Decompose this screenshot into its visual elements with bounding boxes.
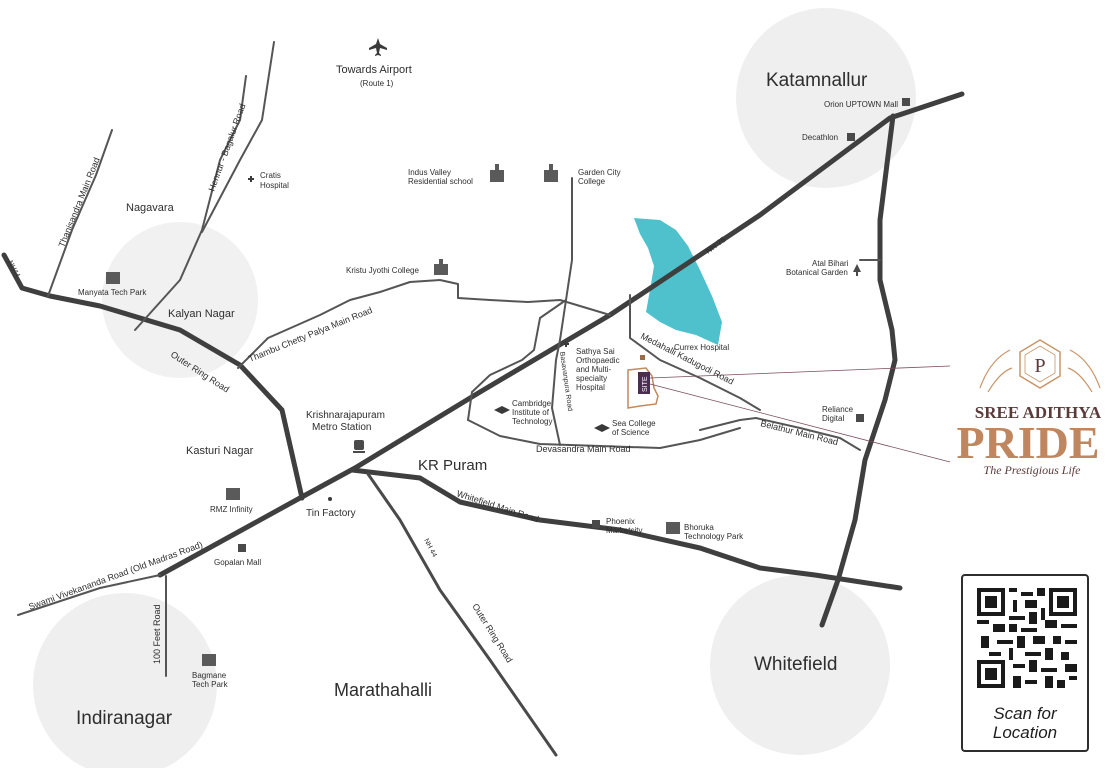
road-label-nh44-top: NH44 <box>6 260 21 279</box>
office-icon <box>202 654 216 666</box>
road-nh44-outer-ring <box>1 252 305 501</box>
building-icon <box>544 164 558 182</box>
tin-factory-dot <box>328 497 332 501</box>
landmark-manyata: Manyata Tech Park <box>78 288 147 297</box>
road-label-nh44-bottom: NH 44 <box>422 538 438 559</box>
zone-circle-indiranagar <box>33 593 217 768</box>
road-label-basavanpura: Basavanpura Road <box>558 351 573 411</box>
airport-title: Towards Airport <box>336 64 412 76</box>
road-whitefield-main <box>349 467 903 591</box>
brand-tagline: The Prestigious Life <box>984 463 1082 477</box>
brand-name: SREE ADITHYA <box>975 403 1102 422</box>
shopping-bag-icon <box>238 544 246 552</box>
brand-logo: P SREE ADITHYA PRIDE The Prestigious Lif… <box>956 339 1102 477</box>
metro-train-icon <box>353 440 365 453</box>
landmark-orion: Orion UPTOWN Mall <box>824 100 898 109</box>
road-label-thambu: Thambu Chetty Palya Main Road <box>247 305 374 364</box>
area-kalyan-nagar: Kalyan Nagar <box>168 308 235 320</box>
road-basavanpura <box>551 299 567 446</box>
airplane-icon <box>369 38 387 56</box>
shopping-bag-icon <box>847 133 855 141</box>
shopping-bag-icon <box>592 520 600 528</box>
landmark-gopalan: Gopalan Mall <box>214 558 261 567</box>
office-icon <box>226 488 240 500</box>
road-outer-ring-east <box>819 113 898 628</box>
zone-whitefield: Whitefield <box>754 654 837 675</box>
area-kr-puram: KR Puram <box>418 457 487 474</box>
road-hennur <box>134 75 247 331</box>
office-icon <box>106 272 120 284</box>
road-thambu <box>237 279 611 369</box>
callout-line-bottom <box>649 383 951 463</box>
brand-monogram: P <box>1034 355 1045 377</box>
zone-katamnallur: Katamnallur <box>766 70 868 91</box>
road-label-outer-ring-bottom: Outer Ring Road <box>470 602 514 665</box>
graduation-cap-icon <box>494 406 510 414</box>
airport-subtitle: (Route 1) <box>360 79 394 88</box>
zone-circle-katamnallur <box>736 8 916 188</box>
office-icon <box>666 522 680 534</box>
site-marker[interactable] <box>638 372 650 394</box>
road-devasandra <box>467 419 741 449</box>
road-medahalli <box>629 294 761 411</box>
qr-location-box[interactable]: Scan for Location <box>961 574 1089 752</box>
hospital-icon <box>563 341 569 347</box>
landmark-rmz: RMZ Infinity <box>210 505 253 514</box>
area-nagavara: Nagavara <box>126 202 175 214</box>
site-label: SITE <box>642 376 649 392</box>
road-swami-vivekananda <box>17 574 161 616</box>
landmark-tin-factory: Tin Factory <box>306 508 356 519</box>
road-airport <box>201 41 275 233</box>
shopping-bag-icon <box>856 414 864 422</box>
landmark-currex: Currex Hospital <box>674 343 729 352</box>
qr-caption: Scan for Location <box>963 704 1087 742</box>
hospital-icon <box>248 176 254 182</box>
qr-code-icon[interactable] <box>977 588 1077 688</box>
area-marathahalli: Marathahalli <box>334 680 432 700</box>
road-belathur <box>699 417 861 451</box>
tree-icon <box>853 264 861 276</box>
zone-circle-kalyan-nagar <box>102 222 258 378</box>
graduation-cap-icon <box>594 424 610 432</box>
road-label-devasandra: Devasandra Main Road <box>536 444 631 454</box>
zone-circle-whitefield <box>710 575 890 755</box>
building-icon <box>434 259 448 275</box>
lake <box>634 218 722 345</box>
callout-line-top <box>649 365 951 379</box>
road-label-100-feet: 100 Feet Road <box>152 604 162 664</box>
road-thanisandra <box>47 129 113 297</box>
road-nh75 <box>157 91 965 578</box>
landmark-decathlon: Decathlon <box>802 133 838 142</box>
qr-caption-line2: Location <box>992 723 1058 742</box>
zone-indiranagar: Indiranagar <box>76 708 173 729</box>
logo-ornament <box>979 349 1101 393</box>
landmark-kristu: Kristu Jyothi College <box>346 266 419 275</box>
site-plot <box>627 367 659 409</box>
monogram-hexagon <box>1019 339 1061 389</box>
area-kasturi-nagar: Kasturi Nagar <box>186 445 254 457</box>
building-icon <box>490 164 504 182</box>
building-icon <box>640 355 645 360</box>
brand-title: PRIDE <box>956 417 1099 468</box>
road-label-hennur: Hennur - Bagalur Road <box>206 102 247 192</box>
road-outer-ring-south <box>366 472 558 757</box>
shopping-bag-icon <box>902 98 910 106</box>
road-label-thanisandra: Thanisandra Main Road <box>57 156 102 249</box>
qr-caption-line1: Scan for <box>993 704 1057 723</box>
road-garden-city <box>467 177 573 421</box>
